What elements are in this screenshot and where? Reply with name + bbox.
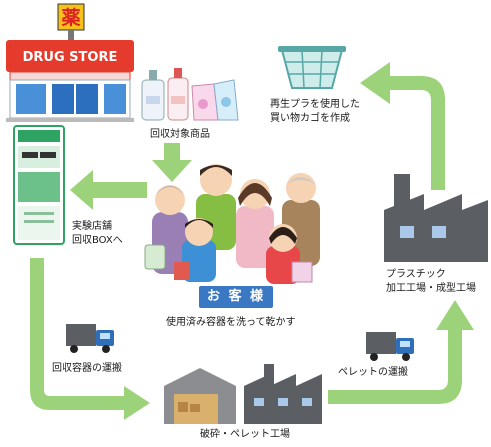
grandmother-head: [155, 185, 185, 215]
bottle-2-pump: [174, 68, 182, 78]
store-door-left: [52, 84, 74, 114]
collection-box-slot-right: [40, 152, 56, 158]
truck-2-wheel-rear: [370, 353, 378, 361]
truck-1-window: [100, 333, 110, 339]
grandfather-hair: [287, 177, 315, 184]
store-step: [6, 118, 134, 122]
drug-store-icon: 薬 DRUG STORE: [6, 3, 134, 122]
collection-box-poster: [18, 172, 60, 202]
label-plastic-factory-line2: 加工工場・成型工場: [386, 283, 476, 294]
store-sign-board: [6, 40, 134, 72]
label-pellet-transport: ペレットの運搬: [338, 367, 408, 378]
arrow-plastic-to-basket: [388, 76, 445, 190]
factory-window-1: [254, 398, 264, 406]
store-window-right: [104, 84, 126, 114]
customers-family-icon: [144, 164, 320, 284]
bottle-1-label: [146, 96, 160, 104]
arrow-crushing-to-plastic: [328, 330, 462, 404]
store-window-left: [16, 84, 46, 114]
boy-body: [182, 240, 216, 282]
label-plastic-factory-line1: プラスチック: [386, 269, 446, 280]
arrow-head-to-plastic: [436, 300, 474, 330]
arrow-customers-to-box: [92, 182, 147, 198]
grandmother-hair: [155, 186, 185, 196]
father-head: [200, 164, 232, 196]
girl-hair: [269, 227, 297, 244]
label-products: 回収対象商品: [150, 129, 210, 140]
label-washing: 使用済み容器を洗って乾かす: [166, 317, 296, 328]
plastic-factory-window-1: [400, 226, 414, 238]
girl-bag: [291, 261, 313, 283]
truck-2-window: [400, 341, 410, 347]
truck-1-cargo: [66, 324, 96, 346]
basket-rim: [278, 46, 346, 52]
collection-box-text-line-2: [24, 220, 54, 223]
store-awning: [9, 71, 131, 81]
arrow-head-products-down: [152, 160, 192, 182]
store-kanji-sign: 薬: [60, 6, 80, 29]
boy-hair: [185, 219, 213, 228]
plastic-factory-window-2: [432, 226, 446, 238]
warehouse-box-1: [178, 402, 188, 412]
label-store-box-line2: 回収BOXへ: [72, 235, 123, 246]
store-kanji-sign-bg: [57, 3, 85, 31]
truck-2-wheel-front: [402, 353, 410, 361]
warehouse-box-2: [190, 404, 200, 412]
store-door-right: [76, 84, 98, 114]
truck-1-wheel-rear: [70, 345, 78, 353]
truck-icon-containers: [66, 324, 114, 353]
product-bottles-icon: [141, 68, 239, 121]
factory-window-2: [278, 398, 288, 406]
pouch-1-flower: [198, 99, 208, 109]
boy-head: [185, 218, 213, 246]
father-hair: [200, 165, 232, 176]
bottle-1-pump: [149, 70, 157, 80]
collection-box-slot-area: [18, 146, 60, 168]
truck-1-wheel-front: [102, 345, 110, 353]
arrow-box-to-factory: [30, 258, 125, 410]
mother-body: [236, 206, 274, 268]
collection-box-top: [18, 130, 60, 142]
arrow-products-to-customers: [164, 143, 180, 161]
truck-2-cargo: [366, 332, 396, 354]
label-store-box-line1: 実験店舗: [72, 221, 112, 232]
label-basket-line1: 再生プラを使用した: [270, 99, 360, 110]
label-crushing-factory: 破砕・ペレット工場: [200, 429, 290, 440]
crushing-factory-icon: [164, 364, 322, 424]
basket-rib-3: [301, 49, 305, 89]
grandmother-bag: [144, 244, 166, 270]
arrow-head-to-box: [70, 170, 93, 210]
bottle-2-label: [171, 96, 185, 104]
plastic-factory-icon: [384, 174, 488, 262]
collection-box-slot-left: [22, 152, 38, 158]
customer-badge: お 客 様: [199, 286, 273, 308]
basket-body: [280, 49, 344, 89]
arrow-head-to-basket: [360, 62, 390, 104]
basket-rib-4: [319, 49, 323, 89]
collection-box-icon: [13, 125, 65, 245]
label-basket-line2: 買い物カゴを作成: [270, 113, 350, 124]
mother-hair: [238, 183, 272, 206]
flow-arrows: [30, 62, 474, 420]
boy-bag: [174, 262, 190, 280]
pouch-2-flower: [221, 97, 231, 107]
label-transport-containers: 回収容器の運搬: [52, 363, 122, 374]
truck-icon-pellets: [366, 332, 414, 361]
collection-box-text-line-1: [24, 212, 54, 215]
shopping-basket-icon: [278, 46, 346, 89]
factory-window-3: [302, 398, 312, 406]
sign-pole: [68, 30, 74, 40]
store-sign-text: DRUG STORE: [23, 50, 118, 65]
arrow-head-to-crushing: [124, 386, 150, 420]
